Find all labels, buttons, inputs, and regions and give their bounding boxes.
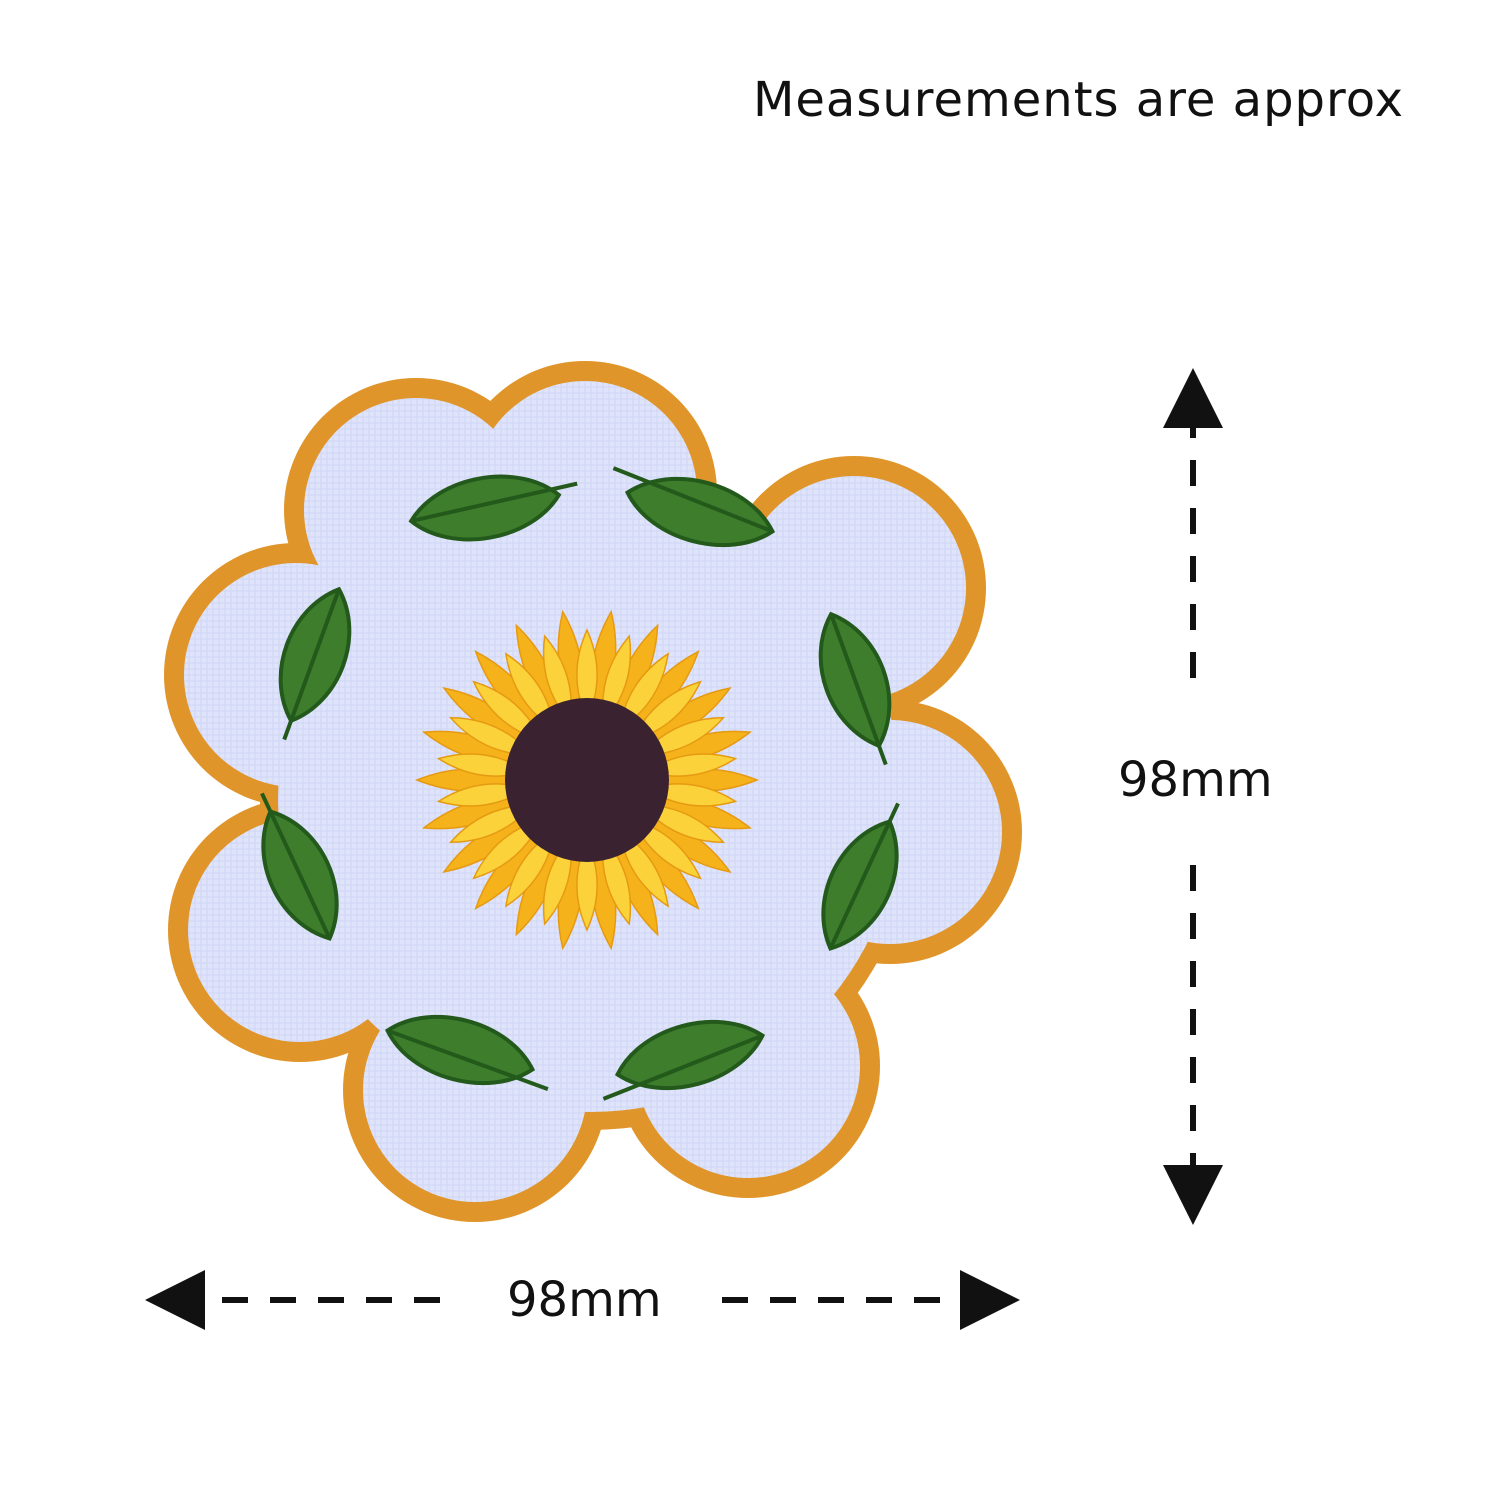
leaf-mid-right: [818, 611, 892, 766]
leaf-top-right: [612, 466, 776, 547]
sunflower-petal: [542, 845, 572, 926]
sunflower-petal: [472, 680, 538, 739]
leaf-low-right: [821, 802, 900, 951]
sunflower-petal: [504, 652, 554, 725]
sunflower-center: [505, 698, 669, 862]
leaf-bottom-left: [384, 1015, 549, 1091]
sunflower: [414, 609, 760, 951]
patch-fabric: [184, 381, 1002, 1202]
leaf-mid-left: [278, 586, 352, 741]
sunflower-petal: [504, 835, 554, 908]
leaf-low-left: [260, 792, 339, 941]
sunflower-petal: [654, 783, 738, 807]
leaves: [260, 466, 900, 1101]
leaf-bottom-right: [602, 1020, 766, 1101]
sunflower-petal: [636, 821, 702, 880]
sunflower-petal: [602, 634, 632, 715]
sunflower-petal: [436, 753, 520, 777]
sunflower-petal: [620, 835, 670, 908]
sunflower-petals: [414, 609, 760, 951]
sunflower-petal: [636, 680, 702, 739]
sunflower-petal: [448, 804, 526, 844]
embroidered-patch: [164, 361, 1022, 1222]
sunflower-petal: [620, 652, 670, 725]
sunflower-petal: [576, 628, 598, 711]
leaf-top-left: [408, 474, 578, 542]
sunflower-petal: [648, 804, 726, 844]
width-dimension-label: 98mm: [507, 1272, 662, 1328]
sunflower-petal: [436, 783, 520, 807]
sunflower-petal: [472, 821, 538, 880]
sunflower-petal: [576, 849, 598, 932]
sunflower-petal: [448, 716, 526, 756]
sunflower-petal: [602, 845, 632, 926]
sunflower-petal: [648, 716, 726, 756]
sunflower-petal: [654, 753, 738, 777]
height-dimension-label: 98mm: [1118, 752, 1273, 808]
sunflower-petal: [542, 634, 572, 715]
measurements-caption: Measurements are approx: [752, 72, 1404, 128]
